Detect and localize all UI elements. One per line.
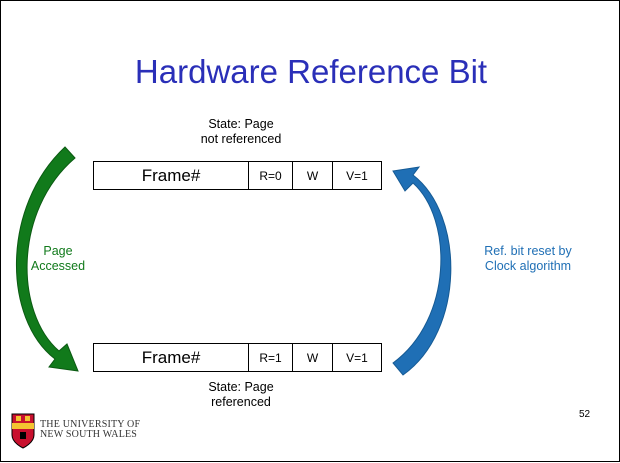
clock-reset-line1: Ref. bit reset by xyxy=(484,244,572,258)
university-line2: NEW SOUTH WALES xyxy=(40,429,138,440)
clock-reset-arrow xyxy=(392,166,452,376)
page-table-entry-referenced: Frame# R=1 W V=1 xyxy=(93,343,382,372)
bottom-state-caption: State: Page referenced xyxy=(151,380,331,410)
reference-bit-cell: R=1 xyxy=(248,344,292,371)
clock-reset-label: Ref. bit reset by Clock algorithm xyxy=(463,244,593,274)
frame-number-cell: Frame# xyxy=(141,347,201,367)
university-line1: THE UNIVERSITY OF xyxy=(40,419,141,430)
top-state-line2: not referenced xyxy=(200,132,282,146)
unsw-crest-icon xyxy=(11,413,35,449)
frame-number-cell: Frame# xyxy=(141,165,201,185)
top-state-caption: State: Page not referenced xyxy=(151,117,331,147)
write-bit-cell: W xyxy=(292,162,332,189)
page-accessed-line1: Page xyxy=(43,244,73,258)
page-accessed-arrow xyxy=(15,146,79,372)
top-state-line1: State: Page xyxy=(208,117,274,131)
bottom-state-line2: referenced xyxy=(211,395,271,409)
reference-bit-cell: R=0 xyxy=(248,162,292,189)
valid-bit-cell: V=1 xyxy=(332,162,381,189)
page-number: 52 xyxy=(579,409,591,420)
page-accessed-label: Page Accessed xyxy=(23,244,93,274)
write-bit-cell: W xyxy=(292,344,332,371)
university-name: THE UNIVERSITY OF NEW SOUTH WALES xyxy=(40,420,140,440)
bottom-state-line1: State: Page xyxy=(208,380,274,394)
valid-bit-cell: V=1 xyxy=(332,344,381,371)
clock-reset-line2: Clock algorithm xyxy=(484,259,572,273)
page-accessed-line2: Accessed xyxy=(30,259,86,273)
page-table-entry-unreferenced: Frame# R=0 W V=1 xyxy=(93,161,382,190)
slide-title: Hardware Reference Bit xyxy=(134,53,488,90)
